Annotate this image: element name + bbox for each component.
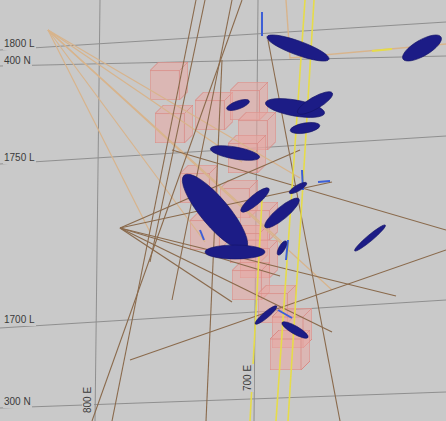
- drill-hole: [48, 30, 205, 242]
- drill-hole: [268, 40, 340, 421]
- structure-disc: [253, 304, 278, 327]
- drill-hole: [130, 250, 446, 360]
- assay-interval: [372, 49, 392, 51]
- axis-label: 700 E: [242, 364, 254, 392]
- grid-line: [0, 300, 446, 328]
- drill-hole: [120, 228, 232, 302]
- drill-holes-yellow: [250, 0, 446, 421]
- structure-disc: [295, 88, 336, 118]
- assay-interval: [261, 12, 263, 36]
- structure-disc: [289, 120, 320, 135]
- structure-disc: [275, 240, 288, 257]
- drill-hole: [206, 60, 222, 421]
- drill-hole: [120, 228, 332, 332]
- axis-label: 300 N: [3, 396, 32, 408]
- drill-hole: [150, 0, 205, 262]
- grid-line: [0, 136, 446, 164]
- structure-disc: [205, 245, 265, 259]
- structure-disc: [265, 30, 332, 66]
- grid-line: [0, 56, 446, 66]
- assay-interval: [200, 230, 204, 240]
- structure-disc: [261, 194, 302, 231]
- drill-hole: [112, 0, 196, 421]
- grid-line: [0, 392, 446, 408]
- axis-label: 1800 L: [3, 38, 36, 50]
- drill-fan-lower: [120, 150, 396, 332]
- structure-disc: [280, 319, 310, 341]
- structure-disc: [209, 143, 260, 164]
- axis-label: 400 N: [3, 55, 32, 67]
- grade-block: [195, 92, 233, 130]
- assay-interval: [318, 181, 330, 182]
- structure-disc: [238, 185, 272, 216]
- structure-disc: [288, 180, 308, 195]
- structure-discs: [173, 30, 445, 341]
- axis-label: 800 E: [82, 386, 94, 414]
- structure-disc: [225, 97, 250, 113]
- axis-label: 1700 L: [3, 314, 36, 326]
- drill-hole: [120, 228, 280, 276]
- drill-hole: [48, 30, 300, 178]
- structure-disc: [353, 223, 387, 253]
- assay-interval: [278, 310, 292, 318]
- drill-holes-vertical: [92, 0, 446, 421]
- axis-label: 1750 L: [3, 152, 36, 164]
- structure-disc: [399, 30, 445, 66]
